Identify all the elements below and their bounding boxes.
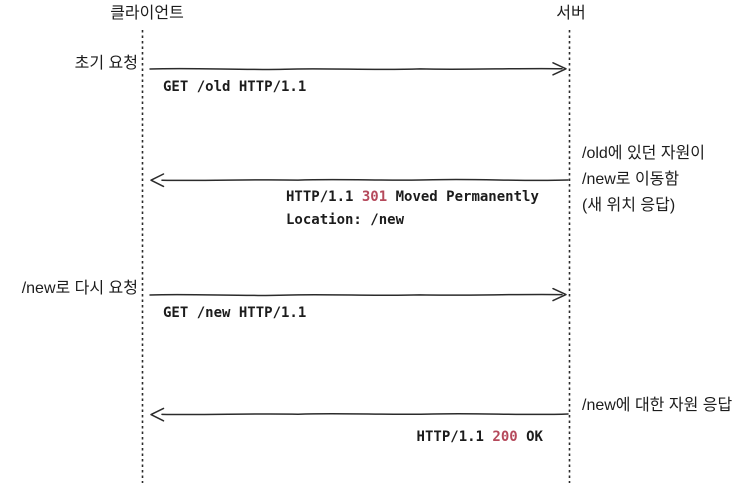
response-301-location-header: Location: /new	[286, 212, 405, 228]
note-line: /new로 이동함	[582, 171, 680, 188]
response-301-status-code: 301	[361, 189, 388, 205]
actor-server-label: 서버	[556, 5, 586, 22]
request-new-message-text: GET /new HTTP/1.1	[163, 305, 307, 321]
request-new-arrowhead-icon	[552, 287, 567, 302]
response-200-prefix: HTTP/1.1	[416, 429, 493, 445]
response-200-message-text: HTTP/1.1 200 OK	[417, 427, 543, 447]
note-line: /old에 있던 자원이	[582, 145, 706, 162]
request-old-message-text: GET /old HTTP/1.1	[163, 79, 307, 95]
actor-client-label: 클라이언트	[110, 5, 184, 22]
response-200-arrowhead-icon	[150, 407, 165, 422]
note-line: (새 위치 응답)	[582, 197, 676, 214]
response-301-prefix: HTTP/1.1	[286, 189, 362, 205]
request-old-arrowhead-icon	[552, 62, 567, 76]
request-new-arrow-line	[149, 293, 563, 297]
response-200-note: /new에 대한 자원 응답	[582, 397, 733, 414]
response-200-suffix: OK	[517, 429, 543, 445]
response-301-arrowhead-icon	[150, 173, 165, 188]
response-301-message-text: HTTP/1.1 301 Moved Permanently	[286, 187, 539, 207]
request-old-arrow-line	[149, 67, 563, 71]
request-old-side-label: 초기 요청	[74, 55, 138, 72]
response-301-suffix: Moved Permanently	[387, 189, 539, 205]
response-301-arrow-line	[161, 178, 569, 182]
response-200-status-code: 200	[492, 429, 518, 445]
response-301-note: /old에 있던 자원이 /new로 이동함 (새 위치 응답)	[582, 141, 705, 219]
request-new-side-label: /new로 다시 요청	[21, 280, 138, 297]
response-200-arrow-line	[161, 412, 569, 416]
